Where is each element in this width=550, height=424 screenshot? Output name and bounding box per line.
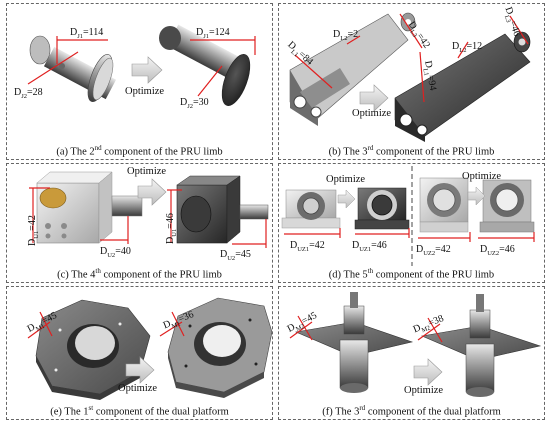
- panel-a-optimize-arrow: [131, 56, 163, 84]
- panel-d-optimize-arrows: [337, 186, 486, 209]
- panel-b-before-arm: [289, 12, 416, 126]
- panel-f-optimize-label: Optimize: [404, 385, 444, 396]
- label-dj1-after: DJ1=124: [196, 27, 230, 40]
- panel-e-before-platform: [35, 299, 151, 400]
- panel-b-optimize-arrow: [359, 84, 389, 112]
- label-du1-after: DU1=46: [165, 213, 178, 244]
- panel-a-after-shaft: [159, 24, 251, 106]
- label-dj2-before: DJ2=28: [14, 87, 43, 100]
- panel-e-after-platform: [167, 297, 273, 398]
- panel-d-dimension-lines: [284, 228, 535, 242]
- panel-e-caption: (e) The 1st component of the dual platfo…: [50, 404, 229, 418]
- panel-d-bearing-1-after: [354, 187, 410, 230]
- label-du2-after: DU2=45: [220, 249, 251, 262]
- panel-e-dimension-lines: [27, 311, 185, 339]
- panel-f-dimension-lines: [289, 315, 443, 343]
- panel-d-optimize-label-1: Optimize: [326, 174, 366, 185]
- panel-c-after-joint: [176, 175, 269, 244]
- label-du1-before: DU1=42: [27, 215, 40, 246]
- panel-e-optimize-arrow: [125, 356, 155, 384]
- panel-f-after-part: [420, 294, 542, 397]
- panel-f-caption: (f) The 3rd component of the dual platfo…: [322, 404, 501, 418]
- label-dl2-before: DL2=2: [333, 29, 359, 42]
- panel-e: (e) The 1st component of the dual platfo…: [6, 286, 273, 420]
- panel-b: (b) The 3rd component of the PRU limb: [278, 3, 545, 160]
- panel-e-optimize-label: Optimize: [118, 383, 158, 394]
- panel-d-caption: (d) The 5th component of the PRU limb: [328, 267, 495, 281]
- label-duz2-before: DUZ2=42: [416, 244, 451, 257]
- panel-b-optimize-label: Optimize: [352, 108, 392, 119]
- label-duz1-before: DUZ1=42: [290, 240, 325, 253]
- label-dj1-before: DJ1=114: [70, 27, 104, 40]
- panel-d: (d) The 5th component of the PRU limb: [278, 163, 545, 283]
- panel-b-dimension-lines: [294, 13, 529, 103]
- label-duz2-after: DUZ2=46: [480, 244, 515, 257]
- panel-a-before-shaft: [29, 35, 117, 102]
- panel-f-before-part: [294, 292, 414, 393]
- panel-d-optimize-label-2: Optimize: [462, 171, 502, 182]
- panel-f: (f) The 3rd component of the dual platfo…: [278, 286, 545, 420]
- panel-b-after-arm: [394, 31, 531, 142]
- panel-d-bearing-2-before: [419, 177, 469, 233]
- panel-c-caption: (c) The 4th component of the PRU limb: [57, 267, 222, 281]
- panel-a: (a) The 2nd component of the PRU limb: [6, 3, 273, 160]
- panel-d-bearing-1-before: [281, 189, 341, 229]
- panel-a-dimension-lines: [27, 36, 256, 97]
- label-dj2-after: DJ2=30: [180, 97, 209, 110]
- panel-c-optimize-arrow: [137, 178, 167, 206]
- panel-b-caption: (b) The 3rd component of the PRU limb: [328, 144, 495, 158]
- label-du2-before: DU2=40: [100, 246, 131, 259]
- panel-a-optimize-label: Optimize: [125, 86, 165, 97]
- panel-c-dimension-lines: [29, 187, 267, 248]
- panel-c-before-joint: [36, 171, 143, 244]
- panel-f-optimize-arrow: [413, 358, 443, 386]
- label-dl2-after: DL2=12: [452, 41, 483, 54]
- panel-c-optimize-label: Optimize: [127, 166, 167, 177]
- panel-a-caption: (a) The 2nd component of the PRU limb: [56, 144, 223, 158]
- panel-d-bearing-2-after: [479, 179, 535, 233]
- panel-c: (c) The 4th component of the PRU limb: [6, 163, 273, 283]
- label-duz1-after: DUZ1=46: [352, 240, 387, 253]
